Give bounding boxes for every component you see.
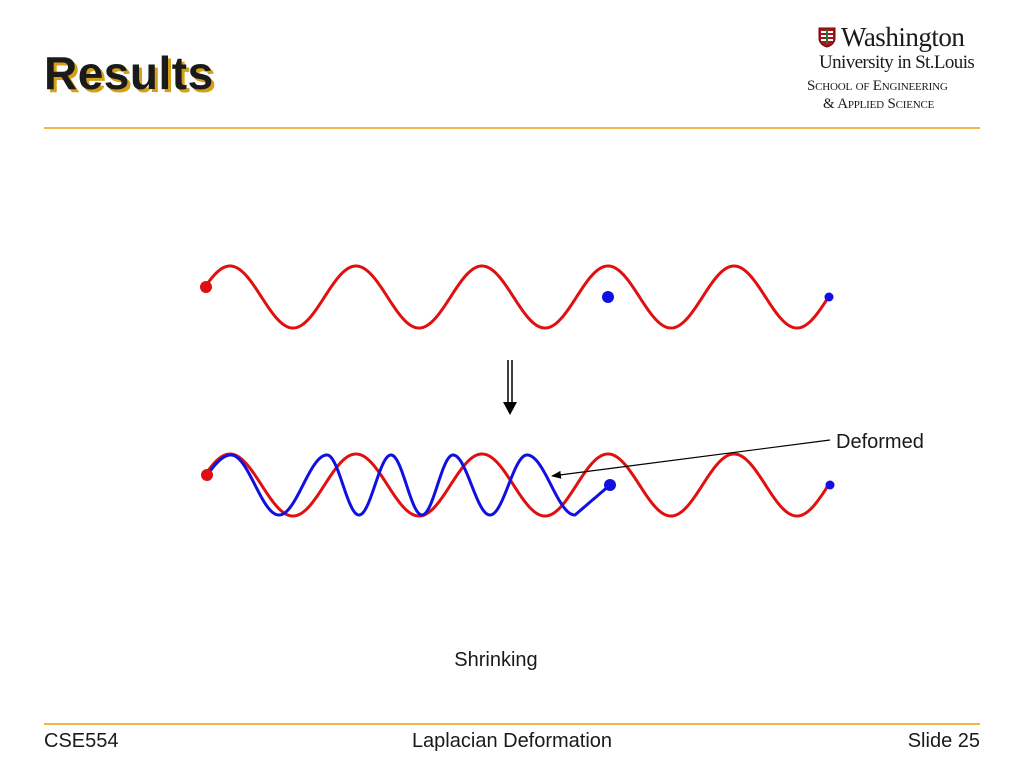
footer-course: CSE554 bbox=[44, 730, 119, 752]
annotation-pointer bbox=[551, 439, 831, 479]
footer-slide-number: Slide 25 bbox=[907, 730, 980, 752]
shrinking-caption: Shrinking bbox=[454, 649, 537, 671]
logo-line-university: University in St.Louis bbox=[819, 52, 975, 73]
down-arrow-icon bbox=[503, 360, 517, 415]
shield-icon bbox=[818, 27, 836, 48]
title-divider bbox=[44, 127, 980, 129]
footer-divider bbox=[44, 723, 980, 725]
logo-line-washington: Washington bbox=[841, 22, 965, 52]
anchor-point-left-top bbox=[200, 281, 212, 293]
original-curve-top bbox=[204, 264, 831, 330]
deformed-label: Deformed bbox=[836, 431, 924, 453]
handle-point-top bbox=[602, 291, 614, 303]
anchor-point-left-bottom bbox=[201, 469, 213, 481]
end-point-right-bottom bbox=[825, 480, 835, 490]
handle-point-bottom bbox=[604, 479, 616, 491]
slide-title: Results bbox=[44, 47, 214, 99]
logo-line-applied-science: & Applied Science bbox=[823, 96, 935, 112]
footer-topic: Laplacian Deformation bbox=[411, 730, 613, 752]
deformed-curve bbox=[205, 453, 611, 517]
original-curve-bottom bbox=[205, 452, 832, 518]
university-logo: Washington University in St.Louis School… bbox=[807, 24, 982, 116]
end-point-right-top bbox=[824, 292, 834, 302]
logo-line-school: School of Engineering bbox=[807, 78, 948, 94]
